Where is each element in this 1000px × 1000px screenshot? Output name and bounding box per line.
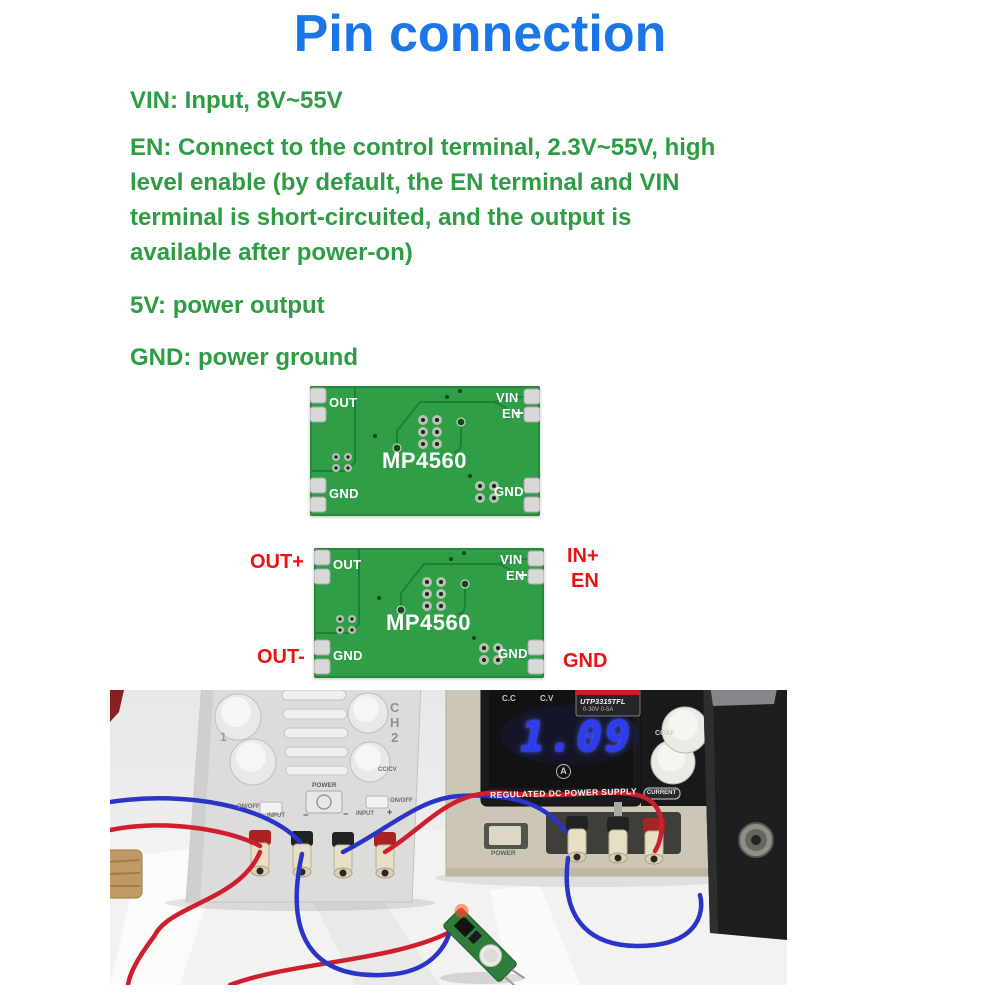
pcb-label-gnd-right: GND (498, 646, 528, 661)
annotation-gnd: GND (563, 650, 608, 672)
load-channel-label: C H 2 (390, 700, 400, 745)
hookup-wires (110, 790, 704, 985)
desc-line-gnd: GND: power ground (130, 344, 358, 371)
left-device-knobs[interactable] (214, 692, 391, 786)
pcb-footprints (336, 577, 503, 665)
ch1-onoff-button[interactable] (259, 801, 283, 815)
pcb-label-gnd-right: GND (494, 484, 524, 499)
ch1-onoff-label: ON/OFF (237, 804, 260, 810)
psu-current-knobs[interactable] (650, 706, 709, 785)
left-load-device (185, 690, 422, 903)
input-label-ch2: INPUT (356, 811, 374, 817)
minus-sign-ch1: − (303, 810, 309, 820)
connector-jack (738, 822, 774, 858)
black-device (703, 690, 787, 940)
pcb-chip-name: MP4560 (382, 448, 467, 473)
wire-blue-left-in (110, 796, 303, 845)
psu-power-label: POWER (491, 850, 516, 857)
ch2-onoff-button[interactable] (365, 795, 389, 809)
wire-blue-loop-module (294, 851, 454, 978)
photo-artwork (110, 690, 787, 985)
input-label-ch1: INPUT (267, 813, 285, 819)
pcb-artwork (310, 386, 540, 513)
wire-red-cross (382, 790, 664, 855)
pcb-label-gnd-left: GND (329, 486, 359, 501)
module-led (458, 908, 465, 915)
pcb-artwork (314, 548, 544, 675)
load-knob-digit: 1 (220, 730, 227, 744)
desc-line-5v: 5V: power output (130, 292, 325, 319)
current-label-badge (643, 787, 681, 800)
psu-cv-label: C.V (540, 694, 554, 703)
pcb-label-en: EN (506, 568, 525, 583)
wire-blue-cross (340, 793, 569, 855)
dut-module (440, 904, 526, 985)
pcb-pads (310, 387, 540, 513)
pcb-label-out: OUT (333, 557, 362, 572)
desc-line-en-2: level enable (by default, the EN termina… (130, 169, 680, 196)
pcb-vias (373, 389, 472, 478)
psu-model-badge (575, 690, 641, 717)
pcb-label-vin: VIN (500, 552, 523, 567)
pcb-board-annotated: OUT VIN EN GND GND MP4560 (314, 548, 544, 678)
red-object-corner (110, 690, 124, 722)
plus-sign-ch2: + (387, 807, 393, 817)
pcb-label-vin: VIN (496, 390, 519, 405)
page-title: Pin connection (293, 5, 667, 63)
annotation-out-minus: OUT- (257, 646, 305, 668)
pcb-label-en: EN (502, 406, 521, 421)
pcb-vias (377, 551, 476, 640)
psu-coarse-label: COARSE (655, 730, 674, 737)
right-psu-device (445, 690, 743, 877)
load-power-label: POWER (312, 782, 337, 789)
wooden-clip (110, 849, 143, 899)
minus-sign-ch2: − (343, 809, 349, 819)
annotation-in-plus: IN+ (567, 545, 599, 567)
psu-current-label: CURRENT (646, 790, 677, 796)
psu-amp-symbol: A (556, 764, 571, 779)
psu-cc-label: C.C (502, 694, 516, 703)
desc-line-vin: VIN: Input, 8V~55V (130, 87, 343, 114)
desc-line-en-4: available after power-on) (130, 239, 413, 266)
left-power-button[interactable] (305, 790, 343, 814)
pcb-label-gnd-left: GND (333, 648, 363, 663)
psu-model-label: UTP3315TFL (580, 697, 626, 706)
psu-current-readout: 1.09 (520, 712, 634, 761)
vent-slots (281, 690, 349, 776)
pcb-pads (314, 549, 544, 675)
pcb-footprints (332, 415, 499, 503)
desc-line-en-3: terminal is short-circuited, and the out… (130, 204, 632, 231)
cccv-label: CC/CV (378, 767, 397, 773)
annotation-en: EN (571, 570, 599, 592)
annotation-out-plus: OUT+ (250, 551, 304, 573)
wire-red-down-left (125, 849, 263, 985)
pcb-label-out: OUT (329, 395, 358, 410)
wire-red-left-in (110, 823, 263, 849)
ch2-onoff-label: ON/OFF (390, 798, 413, 804)
wire-red-to-module (227, 929, 453, 985)
wire-blue-right-loop (564, 855, 704, 949)
desc-line-en-1: EN: Connect to the control terminal, 2.3… (130, 134, 716, 161)
pcb-board-top: OUT VIN EN GND GND MP4560 (310, 386, 540, 516)
pcb-chip-name: MP4560 (386, 610, 471, 635)
psu-range-label: 0-30V 0-5A (583, 707, 614, 713)
application-photo: C.C C.V UTP3315TFL 0-30V 0-5A 1.09 A REG… (110, 690, 787, 985)
